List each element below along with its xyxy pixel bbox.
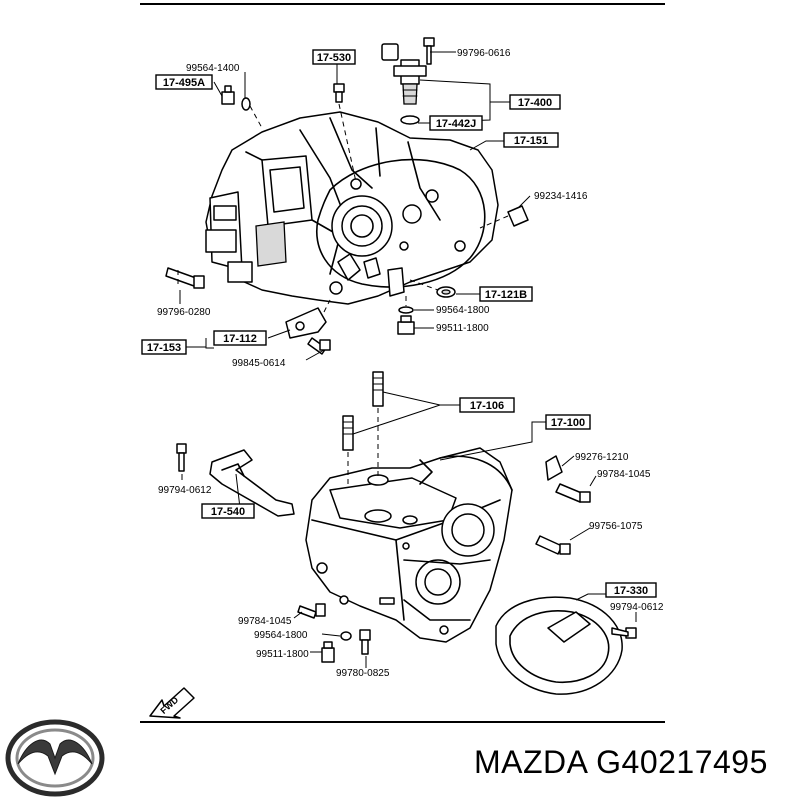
callout-17-100: 17-100 [545, 414, 591, 430]
bracket-99276-1210-drawing [545, 455, 591, 503]
part-number-99564-1400: 99564-1400 [186, 63, 240, 74]
part-number-99784-1045-right: 99784-1045 [597, 469, 651, 480]
callout-17-495a: 17-495A [155, 74, 213, 90]
mazda-logo-icon [5, 719, 105, 797]
callout-17-540: 17-540 [201, 503, 255, 519]
part-number-99794-0612-left: 99794-0612 [158, 485, 212, 496]
callout-17-330-text: 17-330 [614, 585, 648, 597]
forward-arrow-icon: FWD [149, 687, 195, 719]
callout-17-495a-text: 17-495A [163, 77, 205, 89]
callout-17-530: 17-530 [312, 49, 356, 65]
part-number-99564-1800-bottom: 99564-1800 [254, 630, 308, 641]
callout-17-442j-text: 17-442J [436, 118, 476, 130]
callout-17-153: 17-153 [141, 339, 187, 355]
part-number-99794-0612-right: 99794-0612 [610, 602, 664, 613]
studs-17-106-drawing [342, 371, 384, 488]
callout-17-112: 17-112 [213, 330, 267, 346]
part-number-99756-1075: 99756-1075 [589, 521, 643, 532]
callout-17-151-text: 17-151 [514, 135, 548, 147]
transmission-case-drawing [305, 447, 513, 643]
callout-17-442j: 17-442J [429, 115, 483, 131]
part-number-99511-1800-bottom: 99511-1800 [256, 649, 309, 660]
part-number-99784-1045-left: 99784-1045 [238, 616, 292, 627]
lever-17-540-drawing [176, 443, 295, 517]
cover-17-330-drawing [495, 596, 637, 695]
callout-17-400: 17-400 [509, 94, 561, 110]
clutch-housing-drawing [205, 111, 499, 305]
part-number-99511-1800-top: 99511-1800 [436, 323, 489, 334]
speed-sensor-drawing [381, 37, 435, 125]
part-number-99796-0280: 99796-0280 [157, 307, 211, 318]
callout-17-530-text: 17-530 [317, 52, 351, 64]
bolt-99756-1075-drawing [535, 535, 571, 555]
callout-17-112-text: 17-112 [223, 333, 257, 345]
part-number-99564-1800-top: 99564-1800 [436, 305, 490, 316]
callout-17-330: 17-330 [605, 582, 657, 598]
lower-fasteners-drawing [297, 603, 371, 663]
part-number-99276-1210: 99276-1210 [575, 452, 629, 463]
bolt-99796-0280-drawing [165, 267, 205, 289]
part-number-99234-1416: 99234-1416 [534, 191, 588, 202]
callout-17-100-text: 17-100 [551, 417, 585, 429]
stud-99234-1416-drawing [479, 205, 529, 229]
callout-17-106: 17-106 [459, 397, 515, 413]
part-number-99796-0616: 99796-0616 [457, 48, 511, 59]
callout-17-121b-text: 17-121B [485, 289, 527, 301]
plug-17-530-drawing [333, 83, 357, 183]
callout-17-151: 17-151 [503, 132, 559, 148]
part-number-99780-0825: 99780-0825 [336, 668, 390, 679]
callout-17-153-text: 17-153 [147, 342, 181, 354]
drain-plug-17-495a-drawing [221, 85, 263, 129]
brand-part-number-title: MAZDA G40217495 [474, 744, 768, 780]
part-number-99845-0614: 99845-0614 [232, 358, 286, 369]
callout-17-400-text: 17-400 [518, 97, 552, 109]
callout-17-121b: 17-121B [479, 286, 533, 302]
bracket-17-112-drawing [285, 299, 331, 355]
callout-17-540-text: 17-540 [211, 506, 245, 518]
callout-17-106-text: 17-106 [470, 400, 504, 412]
